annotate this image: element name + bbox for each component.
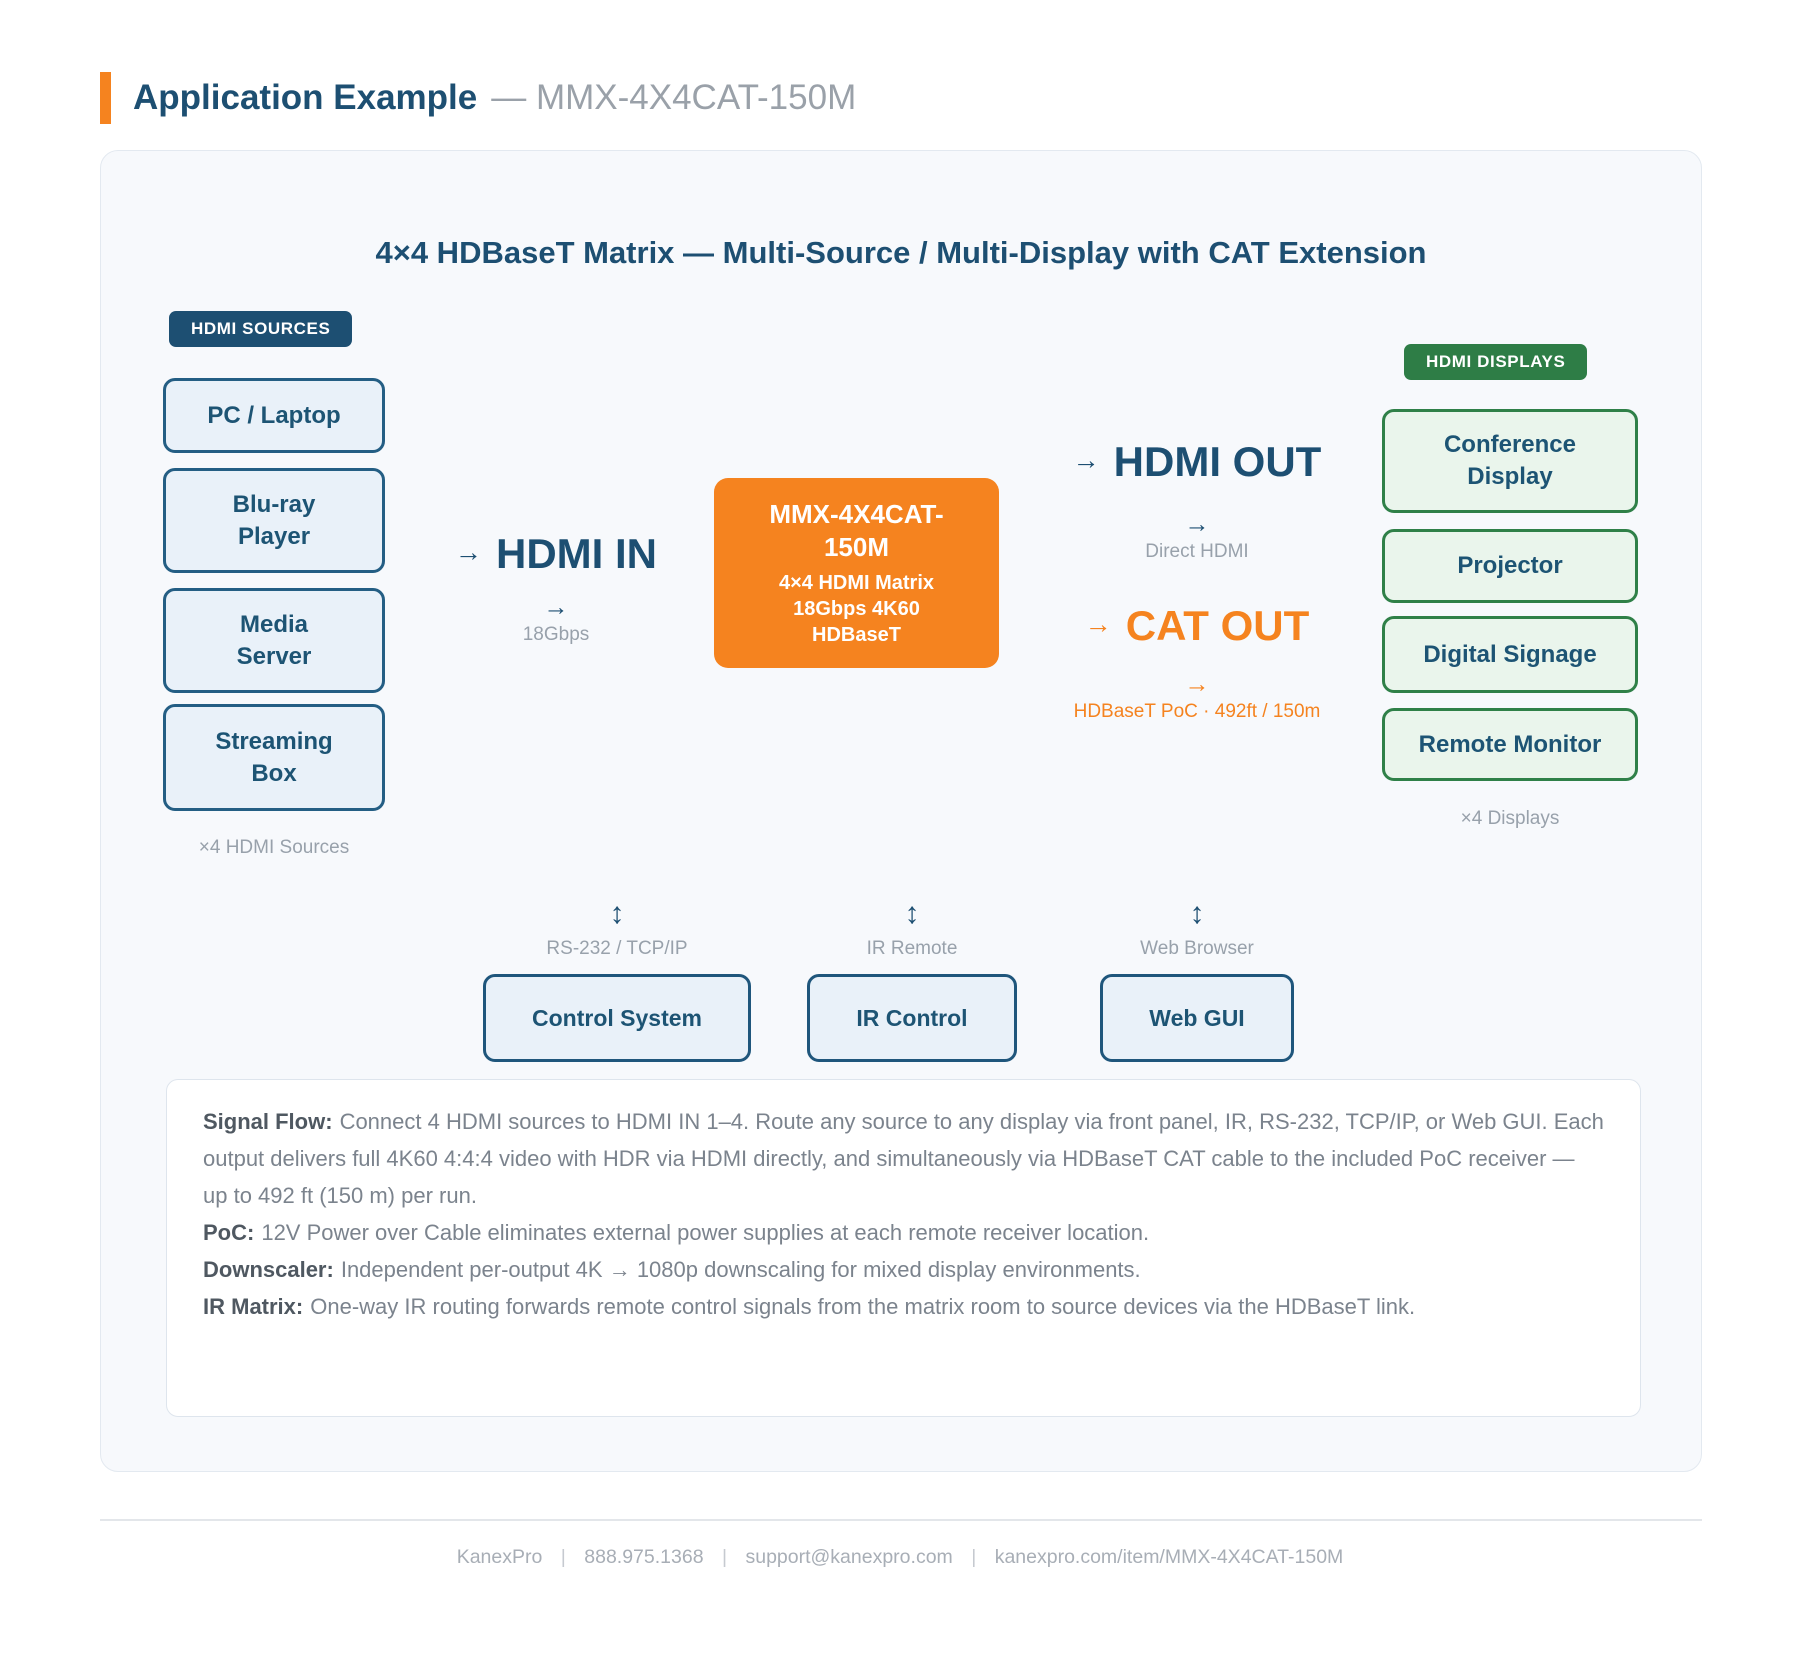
hdmi-out-label-row: → HDMI OUT bbox=[1047, 438, 1347, 486]
control-node-ir-control: IR Control bbox=[807, 974, 1017, 1062]
note-label: Downscaler: bbox=[203, 1256, 334, 1282]
control-group-control-system: ↕ RS-232 / TCP/IP Control System bbox=[477, 899, 757, 1062]
arrow-updown-icon: ↕ bbox=[904, 897, 920, 930]
arrow-right-icon: → bbox=[1184, 670, 1210, 699]
control-channel-label: IR Remote bbox=[866, 938, 958, 959]
cat-out-range-label: HDBaseT PoC · 492ft / 150m bbox=[1073, 701, 1321, 723]
note-ir-matrix: IR Matrix:One-way IR routing forwards re… bbox=[203, 1289, 1604, 1326]
arrow-right-icon: → bbox=[455, 537, 482, 567]
device-spec-line: 18Gbps 4K60 bbox=[793, 598, 920, 620]
footer-separator: | bbox=[560, 1546, 566, 1568]
control-node-web-gui: Web GUI bbox=[1100, 974, 1294, 1062]
display-node-conference-display: Conference Display bbox=[1382, 409, 1638, 513]
footer-separator: | bbox=[971, 1546, 977, 1568]
footer-separator: | bbox=[721, 1546, 728, 1568]
arrow-right-icon: → bbox=[1184, 510, 1210, 539]
footer-url: kanexpro.com/item/MMX-4X4CAT-150M bbox=[994, 1546, 1344, 1568]
note-poc: PoC:12V Power over Cable eliminates exte… bbox=[203, 1215, 1604, 1252]
note-label: IR Matrix: bbox=[203, 1293, 304, 1319]
note-label: Signal Flow: bbox=[203, 1109, 333, 1134]
source-node-bluray-player: Blu-ray Player bbox=[163, 468, 385, 573]
control-channel-label: RS-232 / TCP/IP bbox=[546, 938, 688, 959]
note-text: Connect 4 HDMI sources to HDMI IN 1–4. R… bbox=[203, 1109, 1604, 1208]
hdmi-out-type-label: Direct HDMI bbox=[1145, 541, 1249, 563]
accent-bar bbox=[100, 72, 111, 124]
page-header: Application Example — MMX-4X4CAT-150M bbox=[100, 72, 856, 124]
display-node-projector: Projector bbox=[1382, 529, 1638, 603]
page-subtitle-model: — MMX-4X4CAT-150M bbox=[491, 78, 857, 117]
device-spec-line: 4×4 HDMI Matrix bbox=[778, 572, 935, 594]
footer-brand: KanexPro bbox=[456, 1546, 543, 1568]
footer-divider bbox=[100, 1519, 1702, 1521]
cat-out-link: → CAT OUT → HDBaseT PoC · 492ft / 150m bbox=[1047, 602, 1347, 723]
control-channel-label: Web Browser bbox=[1140, 938, 1254, 959]
hdmi-in-label: HDMI IN bbox=[496, 530, 657, 577]
note-label: PoC: bbox=[203, 1219, 255, 1245]
page-title: Application Example bbox=[133, 78, 478, 117]
hdmi-out-link: → HDMI OUT → Direct HDMI bbox=[1047, 438, 1347, 563]
cat-out-label: CAT OUT bbox=[1125, 602, 1310, 649]
source-node-streaming-box: Streaming Box bbox=[163, 704, 385, 811]
sources-count-caption: ×4 HDMI Sources bbox=[198, 837, 350, 858]
signal-flow-notes: Signal Flow:Connect 4 HDMI sources to HD… bbox=[166, 1079, 1641, 1417]
footer-email: support@kanexpro.com bbox=[745, 1546, 953, 1568]
note-downscaler: Downscaler:Independent per-output 4K → 1… bbox=[203, 1252, 1604, 1289]
control-group-ir-control: ↕ IR Remote IR Control bbox=[772, 899, 1052, 1062]
arrow-updown-icon: ↕ bbox=[1189, 897, 1205, 930]
arrow-right-icon: → bbox=[543, 593, 569, 622]
note-text: Independent per-output 4K → 1080p downsc… bbox=[340, 1256, 1141, 1282]
hdmi-in-label-row: → HDMI IN bbox=[431, 530, 681, 578]
matrix-device-node: MMX-4X4CAT- 150M 4×4 HDMI Matrix 18Gbps … bbox=[714, 478, 999, 668]
displays-count-caption: ×4 Displays bbox=[1460, 808, 1560, 829]
display-node-remote-monitor: Remote Monitor bbox=[1382, 708, 1638, 781]
arrow-right-icon: → bbox=[1084, 609, 1112, 639]
control-group-web-gui: ↕ Web Browser Web GUI bbox=[1057, 899, 1337, 1062]
device-model-name: MMX-4X4CAT- 150M bbox=[769, 499, 944, 562]
page-footer: KanexPro | 888.975.1368 | support@kanexp… bbox=[0, 1546, 1800, 1569]
hdmi-displays-badge: HDMI DISPLAYS bbox=[1404, 344, 1588, 380]
diagram-title: 4×4 HDBaseT Matrix — Multi-Source / Mult… bbox=[375, 235, 1427, 270]
display-node-digital-signage: Digital Signage bbox=[1382, 616, 1638, 693]
note-text: 12V Power over Cable eliminates external… bbox=[261, 1219, 1150, 1245]
source-node-media-server: Media Server bbox=[163, 588, 385, 693]
arrow-right-icon: → bbox=[1072, 445, 1100, 475]
hdmi-in-bandwidth-label: 18Gbps bbox=[522, 624, 590, 646]
cat-out-label-row: → CAT OUT bbox=[1047, 602, 1347, 650]
hdmi-out-label: HDMI OUT bbox=[1113, 438, 1322, 485]
hdmi-sources-badge: HDMI SOURCES bbox=[169, 311, 353, 347]
note-text: One-way IR routing forwards remote contr… bbox=[310, 1293, 1416, 1319]
footer-phone: 888.975.1368 bbox=[584, 1546, 704, 1568]
diagram-card: 4×4 HDBaseT Matrix — Multi-Source / Mult… bbox=[100, 150, 1702, 1472]
hdmi-in-link: → HDMI IN → 18Gbps bbox=[431, 530, 681, 646]
source-node-pc-laptop: PC / Laptop bbox=[163, 378, 385, 453]
arrow-updown-icon: ↕ bbox=[609, 897, 625, 930]
note-signal-flow: Signal Flow:Connect 4 HDMI sources to HD… bbox=[203, 1104, 1604, 1215]
device-spec-line: HDBaseT bbox=[812, 624, 901, 646]
control-node-control-system: Control System bbox=[483, 974, 751, 1062]
